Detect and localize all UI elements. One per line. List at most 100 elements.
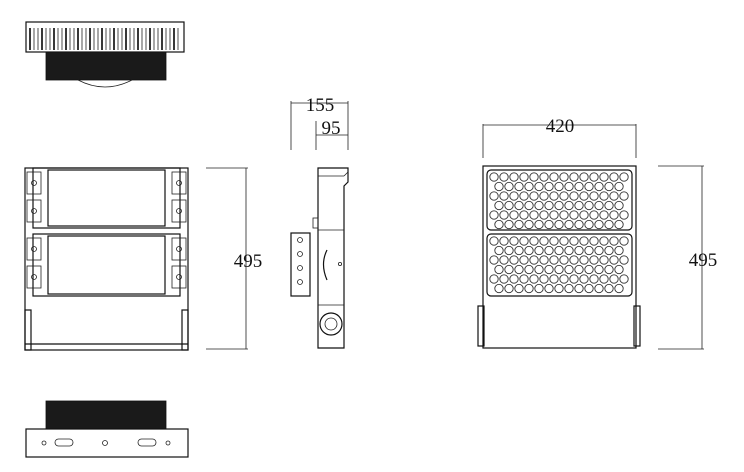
side-view-lip <box>343 171 349 177</box>
led-lens <box>519 172 529 182</box>
led-lens <box>534 264 544 275</box>
dim-led-height: 495 <box>658 165 717 350</box>
bottom-view-driver-block <box>45 400 167 430</box>
led-view-bracket-right <box>633 305 641 347</box>
led-lens <box>509 210 519 220</box>
led-lens <box>529 274 539 284</box>
led-lens <box>614 219 624 230</box>
bottom-view-plate <box>25 428 189 458</box>
clamp-screw <box>176 246 182 252</box>
dim-side-155-label: 155 <box>306 95 335 116</box>
led-lens <box>549 255 559 265</box>
led-view-bracket-left <box>477 305 485 347</box>
led-lens <box>529 210 539 220</box>
led-lens <box>499 210 509 220</box>
led-lens <box>524 264 534 275</box>
led-lens <box>559 255 569 265</box>
led-lens <box>579 172 589 182</box>
led-lens <box>569 172 579 182</box>
dim-led-width: 420 <box>482 116 637 158</box>
led-lens <box>599 210 609 220</box>
led-lens <box>549 274 559 284</box>
led-lens <box>609 274 619 284</box>
led-lens <box>524 245 534 256</box>
led-view-outline <box>482 165 637 349</box>
led-lens <box>589 274 599 284</box>
dim-front-height: 495 <box>206 167 263 350</box>
led-lens <box>544 264 554 275</box>
led-lens <box>534 219 544 230</box>
led-lens <box>554 245 564 256</box>
led-lens <box>584 181 594 192</box>
led-lens <box>579 236 589 246</box>
led-lens <box>579 274 589 284</box>
led-lens <box>489 274 499 284</box>
led-lens <box>599 191 609 201</box>
led-lens <box>619 172 629 182</box>
led-lens <box>544 219 554 230</box>
led-lens <box>594 200 604 211</box>
side-view-bracket-hole-3 <box>297 265 303 271</box>
led-lens <box>509 191 519 201</box>
led-lens <box>509 274 519 284</box>
side-view-bracket-plate <box>290 232 311 297</box>
side-view-bracket-hole-2 <box>297 251 303 257</box>
led-lens <box>544 283 554 294</box>
led-lens <box>569 236 579 246</box>
led-lens <box>609 210 619 220</box>
led-lens <box>574 283 584 294</box>
clamp-screw <box>31 180 37 186</box>
led-view-module-upper <box>486 169 633 231</box>
led-lens <box>514 283 524 294</box>
dim-side-95-label: 95 <box>322 118 341 139</box>
led-lens <box>614 283 624 294</box>
led-lens <box>504 245 514 256</box>
led-lens <box>549 172 559 182</box>
led-lens <box>534 200 544 211</box>
led-lens <box>614 181 624 192</box>
led-lens <box>514 200 524 211</box>
clamp-screw <box>31 208 37 214</box>
led-lens <box>584 219 594 230</box>
led-lens <box>594 181 604 192</box>
led-lens <box>524 283 534 294</box>
led-lens <box>589 236 599 246</box>
led-lens <box>599 255 609 265</box>
led-lens <box>584 283 594 294</box>
led-lens <box>584 264 594 275</box>
led-lens <box>604 283 614 294</box>
led-lens <box>519 255 529 265</box>
front-view-module-upper <box>32 167 181 229</box>
led-lens <box>604 181 614 192</box>
side-view-bracket-hole-1 <box>297 237 303 243</box>
led-lens <box>589 210 599 220</box>
led-lens <box>509 172 519 182</box>
led-lens <box>519 210 529 220</box>
led-lens <box>499 172 509 182</box>
led-lens <box>584 245 594 256</box>
led-lens <box>579 191 589 201</box>
led-lens <box>594 283 604 294</box>
led-lens <box>554 283 564 294</box>
led-lens <box>599 274 609 284</box>
led-lens <box>499 236 509 246</box>
dim-side-depth: 155 95 <box>290 95 349 150</box>
led-lens <box>539 210 549 220</box>
led-lens <box>599 172 609 182</box>
led-lens <box>569 274 579 284</box>
side-view-body <box>317 167 349 349</box>
led-lens <box>489 210 499 220</box>
led-lens <box>559 172 569 182</box>
led-lens <box>519 236 529 246</box>
led-lens <box>589 255 599 265</box>
led-view: 420 495 <box>477 116 717 350</box>
dim-led-width-label: 420 <box>546 116 575 137</box>
led-lens <box>554 264 564 275</box>
led-lens <box>529 172 539 182</box>
led-lens <box>529 236 539 246</box>
dim-front-height-label: 495 <box>234 251 263 272</box>
led-lens <box>619 255 629 265</box>
led-lens <box>539 172 549 182</box>
led-lens <box>599 236 609 246</box>
